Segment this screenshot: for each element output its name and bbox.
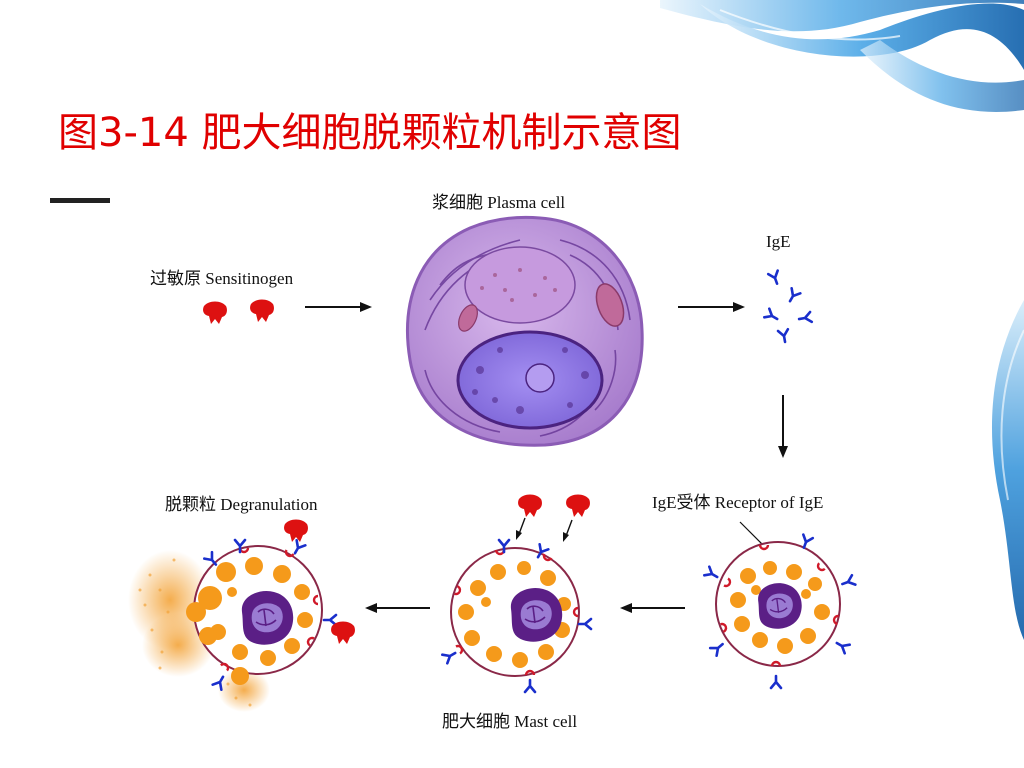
label-sensitinogen: 过敏原 Sensitinogen	[150, 269, 294, 288]
degranulating-mast-cell	[128, 519, 355, 712]
label-mast-cell: 肥大细胞 Mast cell	[442, 712, 578, 731]
slide-title: 图3-14 肥大细胞脱颗粒机制示意图	[58, 110, 682, 156]
label-ige-receptor: IgE受体 Receptor of IgE	[652, 493, 824, 512]
label-ige: IgE	[766, 232, 791, 251]
falling-antigens	[518, 494, 590, 517]
flow-arrows	[305, 302, 788, 613]
swirl-side-decoration	[991, 300, 1024, 640]
plasma-cell-illustration	[406, 215, 644, 447]
label-degranulation: 脱颗粒 Degranulation	[165, 495, 318, 514]
title-underline-bar	[50, 198, 110, 203]
label-plasma-cell: 浆细胞 Plasma cell	[432, 193, 566, 212]
sensitized-mast-cell	[703, 533, 857, 690]
mast-cell	[441, 538, 593, 694]
ige-antibodies	[763, 269, 814, 345]
antigen-particles	[203, 299, 274, 324]
swirl-top-decoration	[660, 0, 1024, 112]
